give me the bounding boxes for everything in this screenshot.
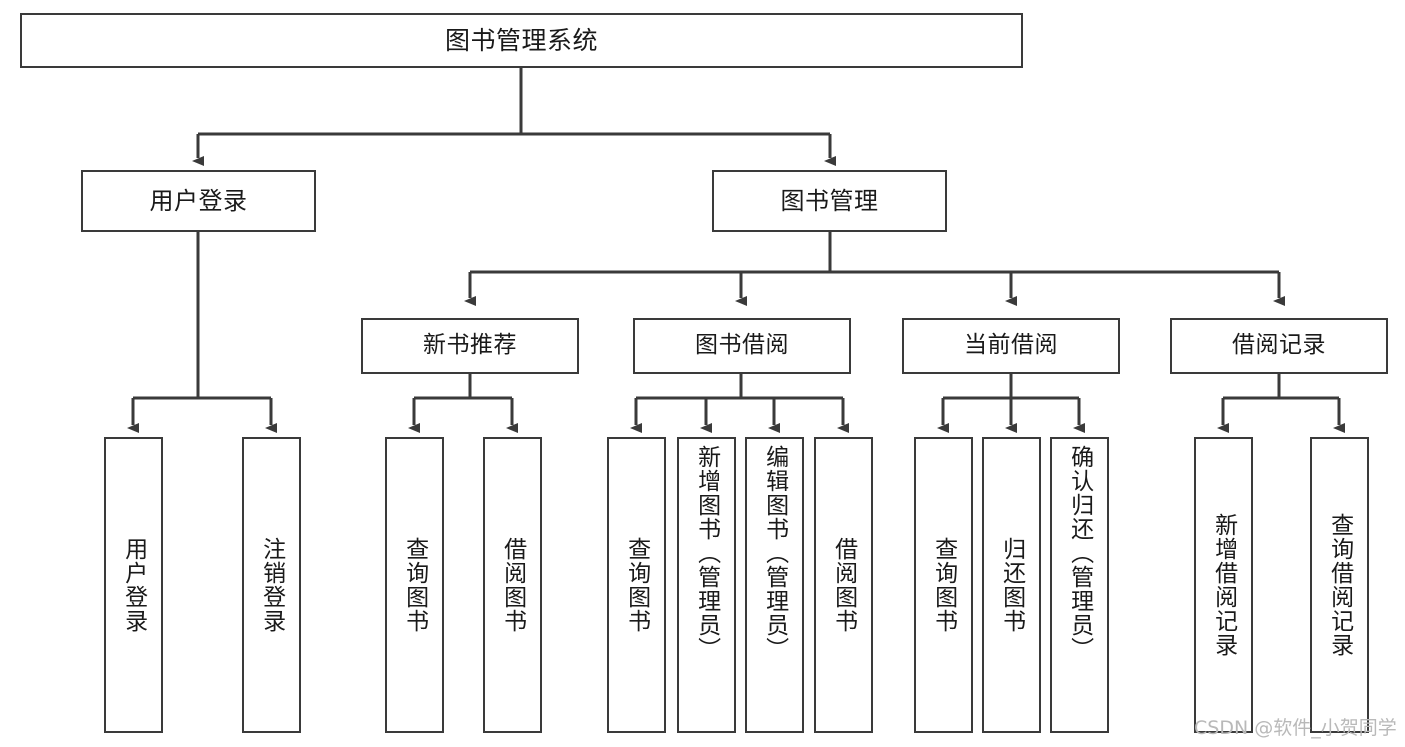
node-label: 新增借阅记录	[1210, 513, 1237, 657]
leaf-borrow-book-recommend[interactable]: 借阅图书	[483, 437, 542, 733]
node-label: 查询图书	[623, 537, 650, 633]
node-borrow-record[interactable]: 借阅记录	[1170, 318, 1388, 374]
node-root-book-management-system[interactable]: 图书管理系统	[20, 13, 1023, 68]
node-label: 图书管理	[780, 186, 879, 215]
node-label: 借阅图书	[499, 537, 526, 633]
leaf-borrow-book[interactable]: 借阅图书	[814, 437, 873, 733]
node-label: 用户登录	[149, 186, 248, 215]
node-label: 查询图书	[930, 537, 957, 633]
leaf-query-borrow-record[interactable]: 查询借阅记录	[1310, 437, 1369, 733]
node-book-borrow[interactable]: 图书借阅	[633, 318, 851, 374]
watermark-text: CSDN @软件_小贺同学	[1194, 717, 1397, 739]
node-label: 查询图书	[401, 537, 428, 633]
node-label: 图书借阅	[695, 332, 789, 359]
node-label: 查询借阅记录	[1326, 513, 1353, 657]
node-label: 注销登录	[258, 537, 285, 633]
node-label: 用户登录	[120, 537, 147, 633]
leaf-query-book-recommend[interactable]: 查询图书	[385, 437, 444, 733]
leaf-confirm-return-admin[interactable]: 确认归还（管理员）	[1050, 437, 1109, 733]
node-book-management[interactable]: 图书管理	[712, 170, 947, 232]
leaf-return-book[interactable]: 归还图书	[982, 437, 1041, 733]
node-user-login[interactable]: 用户登录	[81, 170, 316, 232]
node-label: 编辑图书（管理员）	[761, 445, 788, 661]
node-label: 确认归还（管理员）	[1066, 445, 1093, 661]
node-label: 当前借阅	[964, 332, 1058, 359]
node-label: 新增图书（管理员）	[693, 445, 720, 661]
leaf-add-borrow-record[interactable]: 新增借阅记录	[1194, 437, 1253, 733]
leaf-add-book-admin[interactable]: 新增图书（管理员）	[677, 437, 736, 733]
node-new-book-recommend[interactable]: 新书推荐	[361, 318, 579, 374]
node-label: 图书管理系统	[444, 25, 598, 55]
node-label: 归还图书	[998, 537, 1025, 633]
leaf-logout[interactable]: 注销登录	[242, 437, 301, 733]
leaf-query-book-current[interactable]: 查询图书	[914, 437, 973, 733]
leaf-user-login[interactable]: 用户登录	[104, 437, 163, 733]
node-label: 新书推荐	[423, 332, 517, 359]
node-label: 借阅记录	[1232, 332, 1326, 359]
leaf-edit-book-admin[interactable]: 编辑图书（管理员）	[745, 437, 804, 733]
node-label: 借阅图书	[830, 537, 857, 633]
node-current-borrow[interactable]: 当前借阅	[902, 318, 1120, 374]
leaf-query-book-borrow[interactable]: 查询图书	[607, 437, 666, 733]
